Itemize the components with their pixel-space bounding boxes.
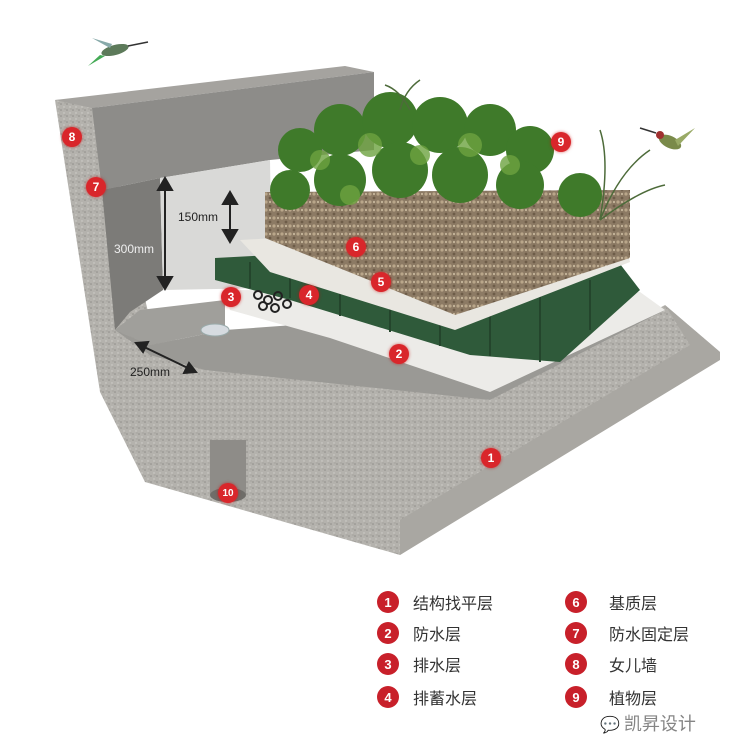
legend-item: 7 防水固定层	[565, 621, 689, 645]
substrate-gravel	[265, 190, 630, 315]
legend-label: 排水层	[413, 656, 462, 675]
legend-label: 结构找平层	[413, 594, 494, 613]
marker-10: 10	[218, 483, 238, 503]
drain-grate	[200, 323, 230, 337]
hummingbird-left-icon	[88, 38, 149, 66]
marker-3: 3	[221, 287, 241, 307]
legend-number: 1	[377, 591, 399, 613]
legend-number: 7	[565, 622, 587, 644]
legend-item: 1 结构找平层	[377, 590, 493, 614]
legend-item: 9 植物层	[565, 685, 657, 709]
legend-label: 女儿墙	[609, 656, 658, 675]
drainage-mesh	[253, 290, 292, 313]
dimension-300mm: 300mm	[114, 242, 155, 256]
marker-8: 8	[62, 127, 82, 147]
legend-number: 3	[377, 653, 399, 675]
marker-1: 1	[481, 448, 501, 468]
dimension-250mm: 250mm	[130, 365, 171, 379]
marker-6: 6	[346, 237, 366, 257]
legend-label: 植物层	[609, 689, 658, 708]
legend-number: 4	[377, 686, 399, 708]
legend-item: 2 防水层	[377, 621, 461, 645]
watermark: 💬 凯昇设计	[600, 714, 696, 736]
legend-item: 8 女儿墙	[565, 652, 657, 676]
watermark-text: 凯昇设计	[623, 714, 696, 735]
legend-number: 2	[377, 622, 399, 644]
marker-5: 5	[371, 272, 391, 292]
slab-right-face	[400, 305, 720, 555]
legend-label: 防水固定层	[609, 625, 690, 644]
marker-7: 7	[86, 177, 106, 197]
legend-label: 防水层	[413, 625, 462, 644]
legend-item: 3 排水层	[377, 652, 461, 676]
dimension-arrows	[134, 176, 239, 375]
hummingbird-right-icon	[639, 127, 695, 150]
dimension-150mm: 150mm	[178, 210, 219, 224]
plant-layer	[270, 79, 666, 221]
legend-number: 8	[565, 653, 587, 675]
parapet-inner-face	[92, 72, 374, 190]
gutter-curb	[115, 300, 225, 345]
marker-4: 4	[299, 285, 319, 305]
legend-number: 6	[565, 591, 587, 613]
legend-item: 6 基质层	[565, 590, 657, 614]
legend-label: 基质层	[609, 594, 658, 613]
legend-item: 4 排蓄水层	[377, 685, 477, 709]
legend-number: 9	[565, 686, 587, 708]
legend-label: 排蓄水层	[413, 689, 478, 708]
wechat-icon: 💬	[600, 715, 620, 734]
parapet-top	[55, 66, 374, 108]
parapet-wall	[102, 178, 163, 330]
marker-9: 9	[551, 132, 571, 152]
marker-2: 2	[389, 344, 409, 364]
